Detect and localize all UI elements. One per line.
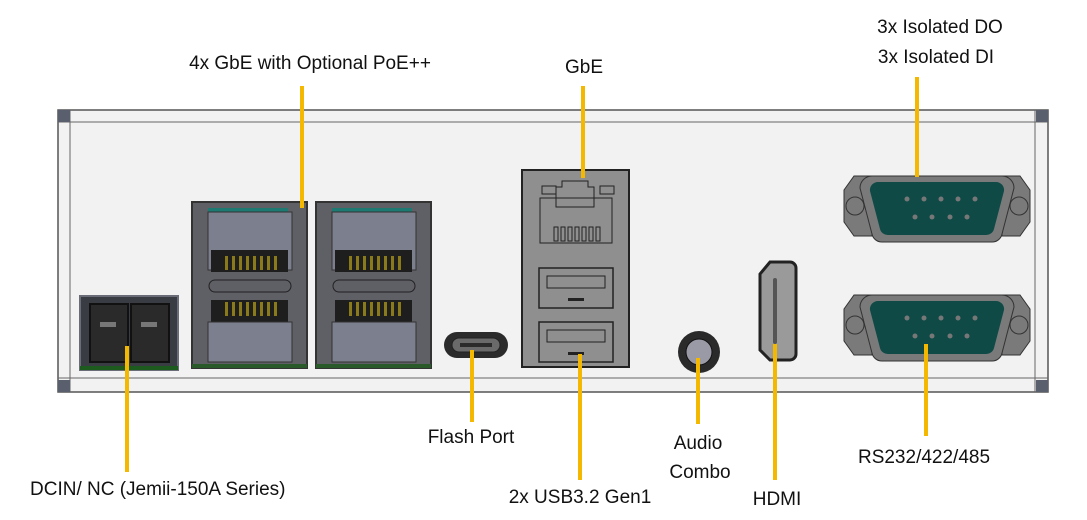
leader-gbe xyxy=(581,86,585,178)
gbe-usb-stack xyxy=(521,169,630,368)
label-dio-do: 3x Isolated DO xyxy=(877,17,1003,38)
label-audio-1: Audio xyxy=(673,433,723,454)
db9-serial-port xyxy=(843,294,1031,362)
label-usb: 2x USB3.2 Gen1 xyxy=(508,487,652,508)
db9-dio-port xyxy=(843,175,1031,243)
label-flash: Flash Port xyxy=(427,427,515,448)
rj45-stack-2 xyxy=(315,201,432,369)
label-serial: RS232/422/485 xyxy=(857,447,991,468)
leader-flash xyxy=(470,350,474,422)
dcin-terminal xyxy=(79,295,179,371)
leader-serial xyxy=(924,344,928,436)
rj45-stack-1 xyxy=(191,201,308,369)
label-dio-di: 3x Isolated DI xyxy=(877,47,995,68)
label-hdmi: HDMI xyxy=(752,489,802,510)
usb-c-port xyxy=(444,332,508,358)
leader-audio xyxy=(696,358,700,424)
hdmi-port xyxy=(758,260,798,362)
leader-hdmi xyxy=(773,344,777,480)
leader-usb xyxy=(578,354,582,480)
label-audio-2: Combo xyxy=(669,462,731,483)
leader-gbe-poe xyxy=(300,86,304,208)
leader-dcin xyxy=(125,346,129,472)
leader-dio xyxy=(915,77,919,177)
label-dcin: DCIN/ NC (Jemii-150A Series) xyxy=(30,479,286,500)
label-gbe: GbE xyxy=(564,57,604,78)
audio-jack xyxy=(678,331,720,373)
label-gbe-poe: 4x GbE with Optional PoE++ xyxy=(189,53,431,74)
